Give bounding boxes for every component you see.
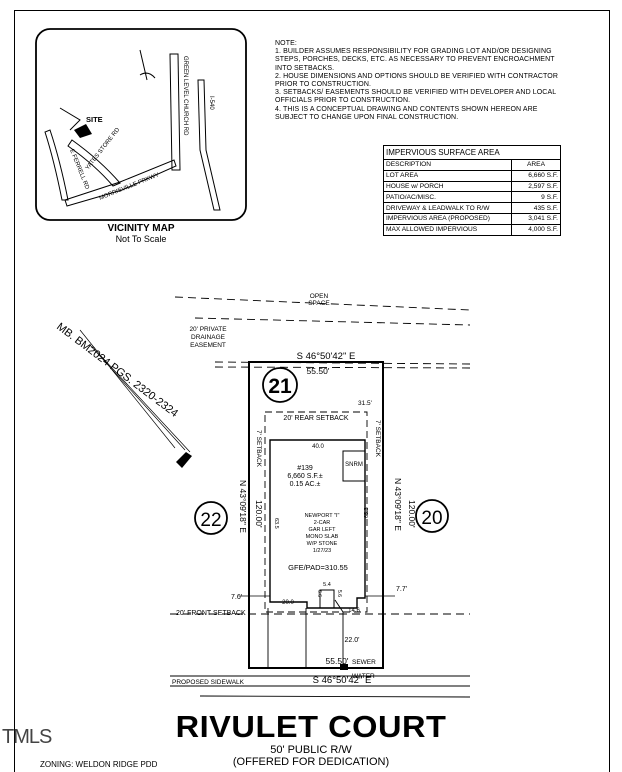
house-depth-right: 65.3 <box>364 507 370 518</box>
rear-setback-label: 20' REAR SETBACK <box>283 415 348 422</box>
drainage-easement-label-3: EASEMENT <box>190 342 226 349</box>
row-area: 435 S.F. <box>511 202 561 214</box>
right-distance: 120.00' <box>407 500 417 528</box>
row-description: IMPERVIOUS AREA (PROPOSED) <box>383 212 512 225</box>
top-bearing: S 46°50'42" E <box>297 351 356 362</box>
dim-22: 22.0' <box>345 637 360 644</box>
left-distance: 120.00' <box>254 500 264 528</box>
row-width-label: 50' PUBLIC R/W <box>270 744 352 756</box>
note-1: 1. BUILDER ASSUMES RESPONSIBILITY FOR GR… <box>275 48 555 72</box>
plat-reference: MB. BM2024 PGS. 2320-2324 <box>54 321 180 420</box>
row-area: 4,000 S.F. <box>511 223 561 236</box>
svg-text:2-CAR: 2-CAR <box>314 520 331 526</box>
row-area: 9 S.F. <box>511 191 561 204</box>
sidewalk-label: PROPOSED SIDEWALK <box>172 679 245 686</box>
svg-text:W/P STONE: W/P STONE <box>307 541 338 547</box>
morrisville-prkwy-label: MORRISVILLE PRKWY <box>99 172 161 202</box>
notes-heading: NOTE: <box>275 40 297 47</box>
lot-info-2: 6,660 S.F.± <box>287 473 323 480</box>
house-depth-left: 63.5 <box>273 518 279 529</box>
rear-dimension: 31.5' <box>358 400 372 407</box>
dim-20: 20.0 <box>282 600 294 606</box>
notes-block: NOTE: 1. BUILDER ASSUMES RESPONSIBILITY … <box>275 40 565 122</box>
svg-text:NEWPORT "I": NEWPORT "I" <box>305 513 340 519</box>
lot-22-circle <box>194 501 228 535</box>
open-space-label-2: SPACE <box>308 300 330 307</box>
lot-22-number: 22 <box>200 510 221 531</box>
table-row: PATIO/AC/MISC.9 S.F. <box>383 191 561 204</box>
svg-text:MONO SLAB: MONO SLAB <box>306 534 339 540</box>
dim-5-6: 5.6 <box>336 590 342 597</box>
lot-20-circle <box>415 499 449 533</box>
row-description: PATIO/AC/MISC. <box>383 191 512 204</box>
vicinity-map-title: VICINITY MAP <box>107 223 175 234</box>
note-2: 2. HOUSE DIMENSIONS AND OPTIONS SHOULD B… <box>275 72 559 89</box>
left-setback-label: 7' SETBACK <box>255 430 262 468</box>
snrm-label: SNRM <box>345 462 363 468</box>
col-description: DESCRIPTION <box>383 159 512 171</box>
dim-5-4: 5.4 <box>323 582 331 588</box>
right-setback-label: 7' SETBACK <box>374 420 381 458</box>
drainage-easement-label-1: 20' PRIVATE <box>189 326 227 333</box>
north-arrow <box>176 452 192 468</box>
lot-info-1: #139 <box>297 465 313 472</box>
row-area: 6,660 S.F. <box>511 169 561 182</box>
svg-text:GAR LEFT: GAR LEFT <box>309 527 337 533</box>
note-3: 3. SETBACKS/ EASEMENTS SHOULD BE VERIFIE… <box>275 89 557 105</box>
drainage-easement-label-2: DRAINAGE <box>191 334 226 341</box>
row-description: DRIVEWAY & LEADWALK TO R/W <box>383 202 512 214</box>
lot-21-circle <box>262 367 298 403</box>
house-width-top: 40.0 <box>312 444 324 450</box>
row-area: 2,597 S.F. <box>511 180 561 193</box>
front-setback-label: 20' FRONT SETBACK <box>176 610 246 617</box>
house-info: NEWPORT "I" 2-CAR GAR LEFT MONO SLAB W/P… <box>305 513 340 554</box>
dedication-label: (OFFERED FOR DEDICATION) <box>232 756 390 768</box>
street-name: RIVULET COURT <box>175 709 447 744</box>
vicinity-map-frame <box>35 28 247 221</box>
row-description: MAX ALLOWED IMPERVIOUS <box>383 223 512 236</box>
sewer-water-marker <box>340 664 348 670</box>
dim-6-6: 6.6 <box>316 590 322 597</box>
i540-label: I-540 <box>208 96 214 110</box>
impervious-table-title: IMPERVIOUS SURFACE AREA <box>383 145 561 160</box>
row-description: LOT AREA <box>383 169 512 182</box>
bottom-bearing: S 46°50'42" E <box>313 675 372 686</box>
right-offset: 7.7' <box>396 586 407 593</box>
col-area: AREA <box>511 159 561 171</box>
row-description: HOUSE w/ PORCH <box>383 180 512 193</box>
sewer-label: SEWER <box>352 659 376 666</box>
vicinity-map-subtitle: Not To Scale <box>115 234 167 244</box>
gfe-label: GFE/PAD=310.55 <box>288 563 348 572</box>
table-row: IMPERVIOUS AREA (PROPOSED)3,041 S.F. <box>383 212 561 225</box>
water-label: WATER <box>352 673 375 680</box>
site-label: SITE <box>86 115 103 124</box>
plot-plan-sheet <box>14 10 610 772</box>
note-4: 4. THIS IS A CONCEPTUAL DRAWING AND CONT… <box>275 105 538 121</box>
vicinity-map-roads <box>44 49 221 211</box>
bottom-distance: 55.50' <box>326 656 349 666</box>
dim-14-6: 14.6 <box>348 608 360 614</box>
top-distance: 55.50' <box>307 366 330 376</box>
lot-21-number: 21 <box>268 375 292 398</box>
green-level-church-rd-label: GREEN LEVEL CHURCH RD <box>182 56 188 136</box>
right-bearing: N 43°09'18" E <box>393 478 403 531</box>
row-area: 3,041 S.F. <box>511 212 561 225</box>
lot-info-3: 0.15 AC.± <box>290 481 321 488</box>
svg-text:1/27/23: 1/27/23 <box>313 548 331 554</box>
lot-20-number: 20 <box>421 508 442 529</box>
left-offset: 7.6' <box>231 594 242 601</box>
left-bearing: N 43°09'18" E <box>238 480 248 533</box>
tmls-watermark: TMLS <box>2 726 52 748</box>
site-marker <box>74 124 92 138</box>
zoning-label: ZONING: WELDON RIDGE PDD <box>40 760 158 769</box>
open-space-label-1: OPEN <box>310 293 329 300</box>
plan-linework <box>79 296 471 698</box>
